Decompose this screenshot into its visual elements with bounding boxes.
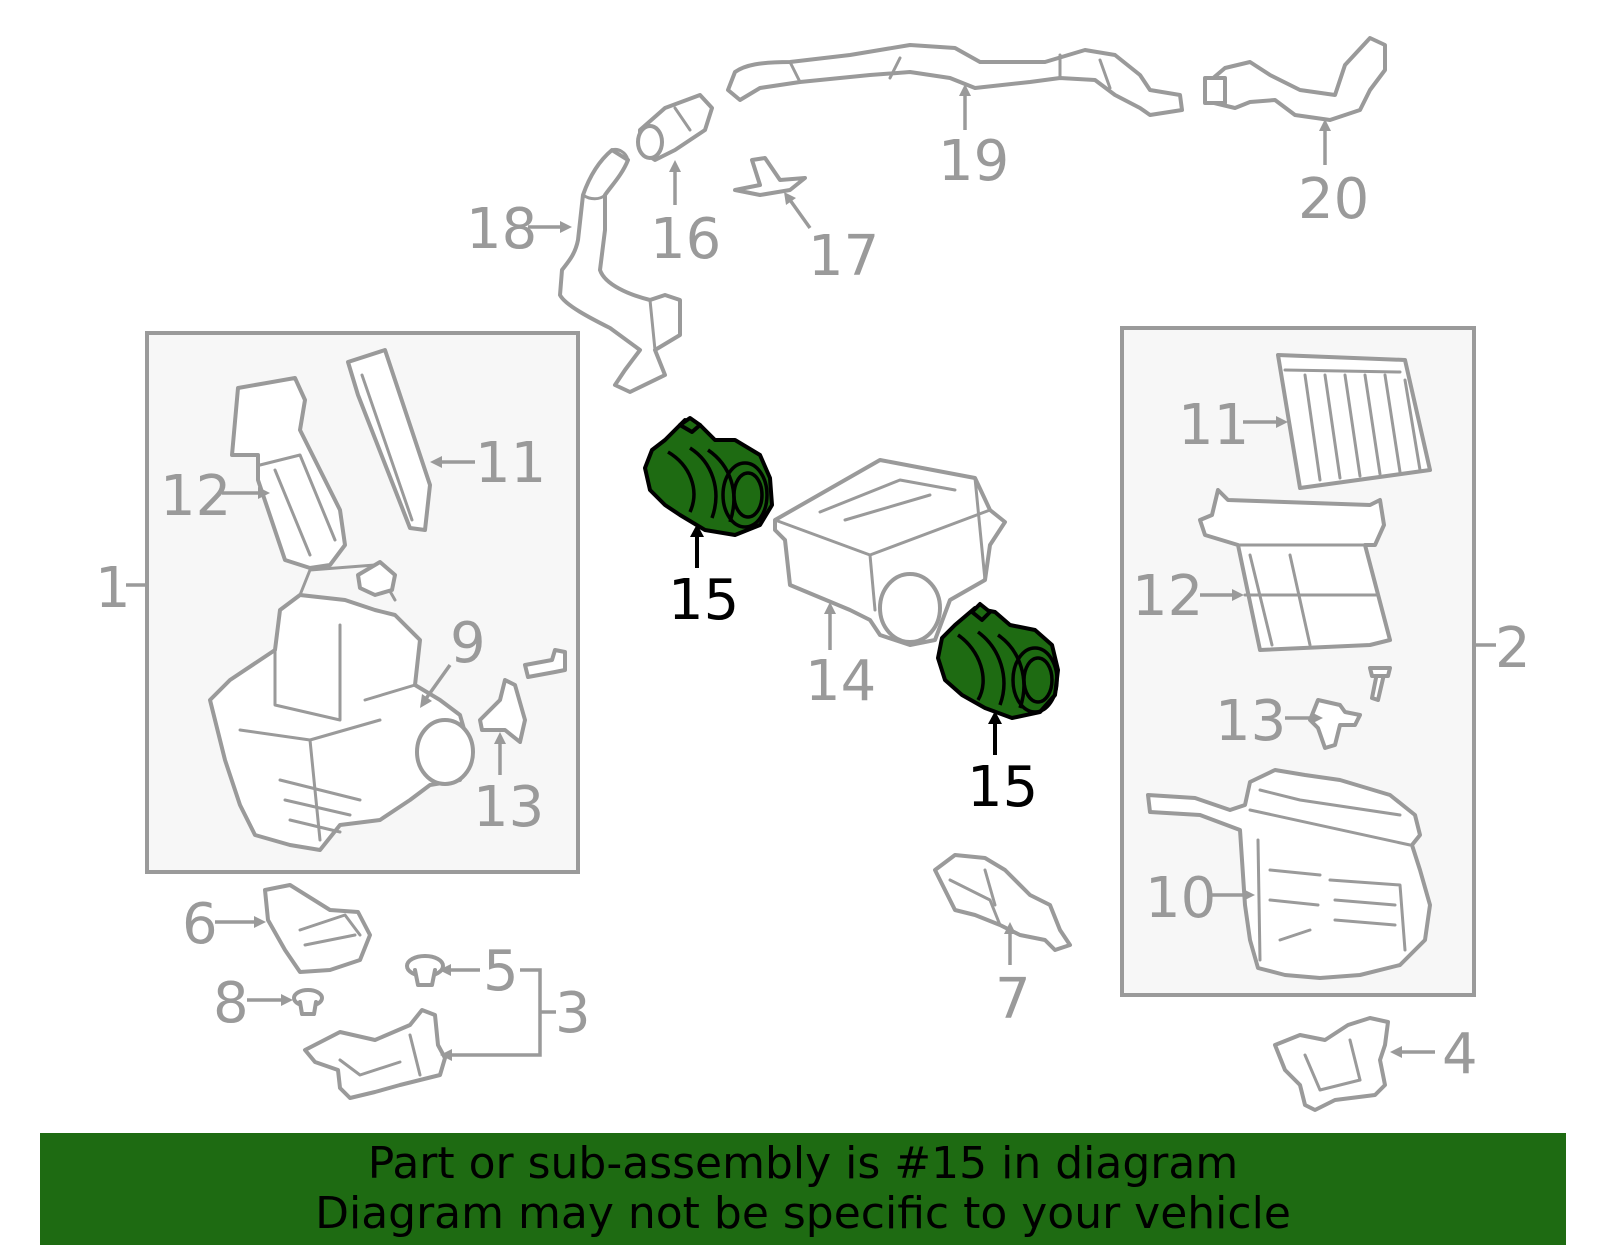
callout-4: 4 [1442,1022,1478,1087]
part-16-sensor [636,93,714,162]
callout-11-left: 11 [475,431,546,496]
callout-12-left: 12 [160,464,231,529]
callout-16: 16 [650,207,721,272]
callout-2: 2 [1495,616,1531,681]
callout-12-right: 12 [1132,564,1203,629]
part-7-duct [933,853,1072,952]
part-3-bracket [303,1008,447,1100]
callout-10: 10 [1145,866,1216,931]
bolt-left [523,648,567,679]
part-15-hose-left [643,416,774,537]
part-12-frame-right [1198,488,1392,652]
callout-17: 17 [808,224,879,289]
part-10-hvac-unit [1146,768,1432,980]
banner-line-1: Part or sub-assembly is #15 in diagram [367,1138,1239,1189]
callout-5: 5 [483,939,519,1004]
callout-13-right: 13 [1215,689,1286,754]
callout-7: 7 [995,967,1031,1032]
callout-20: 20 [1298,167,1369,232]
callout-15-right: 15 [967,755,1038,820]
callout-6: 6 [182,892,218,957]
leader-lines [126,84,1496,1061]
callout-11-right: 11 [1178,393,1249,458]
part-11-filter-right [1276,353,1432,490]
part-18-intake-duct [558,148,682,394]
callout-15-left: 15 [668,568,739,633]
banner-line-2: Diagram may not be specific to your vehi… [315,1188,1291,1239]
part-20-outlet-pipe [1203,36,1387,122]
part-5-grommet [405,954,445,987]
part-13-clip-right [1308,698,1362,750]
callout-3: 3 [555,981,591,1046]
part-19-hose [726,43,1184,117]
callout-19: 19 [938,129,1009,194]
bolt-right [1368,666,1392,702]
part-14-air-cleaner-housing [773,458,1007,647]
part-8-grommet [292,988,324,1016]
callout-18: 18 [466,197,537,262]
part-13-clip-left [478,678,527,744]
callout-8: 8 [213,971,249,1036]
info-banner: Part or sub-assembly is #15 in diagram D… [40,1133,1566,1245]
callout-13-left: 13 [473,775,544,840]
part-11-filter-left [346,348,432,532]
callout-1: 1 [95,556,131,621]
part-15-hose-right [936,602,1060,720]
part-6-duct [263,883,372,974]
callout-14: 14 [805,649,876,714]
part-12-frame-left [230,376,347,570]
part-17-bracket [733,156,807,197]
part-9-blower-assembly [208,560,475,852]
callout-9: 9 [450,611,486,676]
part-4-bracket [1273,1016,1390,1112]
